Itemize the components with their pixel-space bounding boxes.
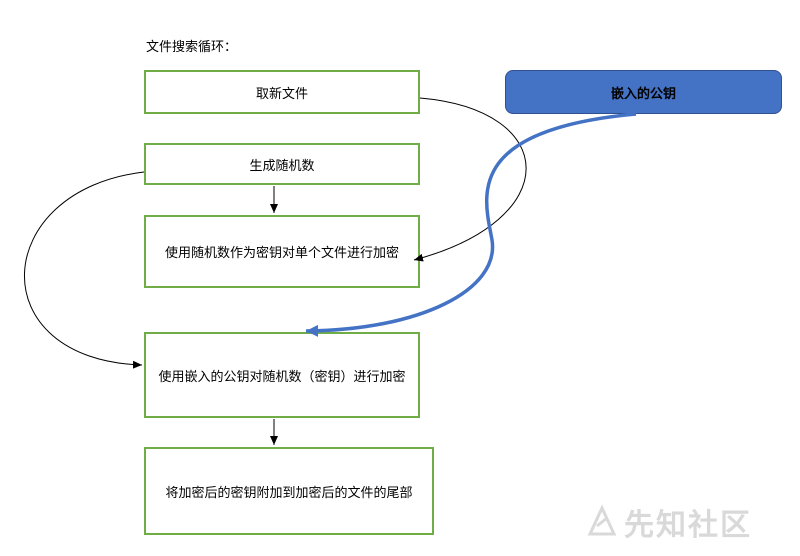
public-key-box: 嵌入的公钥 bbox=[505, 70, 782, 114]
generate-random-label: 生成随机数 bbox=[249, 158, 315, 174]
encrypt-key-box: 使用嵌入的公钥对随机数（密钥）进行加密 bbox=[144, 332, 420, 418]
fetch-file-label: 取新文件 bbox=[255, 86, 308, 102]
arrow-random-to-encrypt-key bbox=[24, 171, 145, 369]
encrypt-file-label: 使用随机数作为密钥对单个文件进行加密 bbox=[164, 246, 399, 261]
fetch-file-box: 取新文件 bbox=[144, 70, 420, 114]
loop-title: 文件搜索循环： bbox=[146, 40, 238, 55]
watermark: 先知社区 bbox=[584, 500, 752, 544]
arrow-fetch-to-encrypt-file bbox=[413, 97, 527, 262]
generate-random-box: 生成随机数 bbox=[144, 143, 420, 185]
append-key-label: 将加密后的密钥附加到加密后的文件的尾部 bbox=[165, 485, 413, 501]
public-key-label: 嵌入的公钥 bbox=[610, 86, 676, 102]
encrypt-key-label: 使用嵌入的公钥对随机数（密钥）进行加密 bbox=[158, 369, 406, 385]
watermark-logo-icon bbox=[587, 504, 617, 536]
encrypt-file-box: 使用随机数作为密钥对单个文件进行加密 bbox=[144, 215, 420, 288]
append-key-box: 将加密后的密钥附加到加密后的文件的尾部 bbox=[144, 447, 434, 535]
watermark-text: 先知社区 bbox=[624, 508, 752, 543]
